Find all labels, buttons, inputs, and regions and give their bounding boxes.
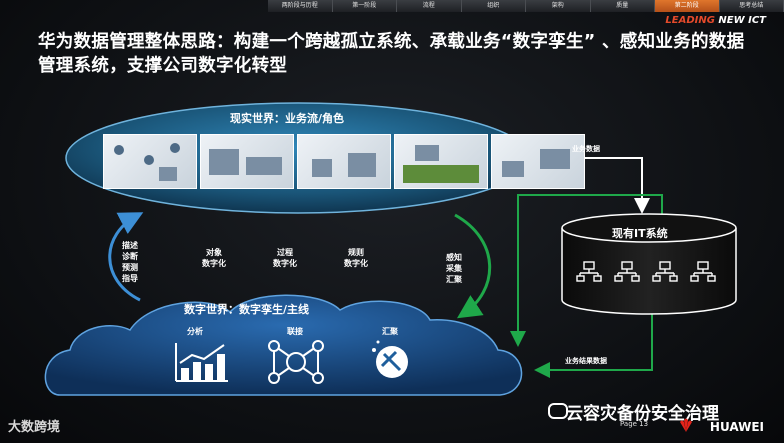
business-data-label: 业务数据 xyxy=(572,144,600,154)
it-system-label: 现有IT系统 xyxy=(612,225,668,241)
label-line: 数字化 xyxy=(344,258,368,269)
real-world-label: 现实世界：业务流/角色 xyxy=(230,110,344,126)
label-line: 数字化 xyxy=(202,258,226,269)
digital-world-label: 数字世界：数字孪生/主线 xyxy=(184,301,309,317)
label-line: 过程 xyxy=(273,247,297,258)
huawei-logo-icon xyxy=(678,418,694,432)
feedback-label-line: 指导 xyxy=(122,273,138,284)
wechat-icon xyxy=(548,403,568,419)
business-photos xyxy=(103,134,585,189)
sensing-label: 感知 采集 汇聚 xyxy=(446,252,462,285)
feedback-label-line: 描述 xyxy=(122,240,138,251)
photo-solar xyxy=(394,134,488,189)
label-line: 汇聚 xyxy=(446,274,462,285)
label-line: 对象 xyxy=(202,247,226,258)
label-line: 规则 xyxy=(344,247,368,258)
label-line: 感知 xyxy=(446,252,462,263)
footer-logo: 大数跨境 xyxy=(8,416,60,435)
rule-digitization-label: 规则 数字化 xyxy=(344,247,368,269)
feedback-label-line: 诊断 xyxy=(122,251,138,262)
process-digitization-label: 过程 数字化 xyxy=(273,247,297,269)
aggregate-label: 汇聚 xyxy=(382,326,398,337)
connect-label: 联接 xyxy=(287,326,303,337)
business-result-data-label: 业务结果数据 xyxy=(565,356,607,366)
huawei-brand: HUAWEI xyxy=(710,420,764,434)
photo-people-network xyxy=(103,134,197,189)
label-line: 采集 xyxy=(446,263,462,274)
photo-office xyxy=(491,134,585,189)
feedback-label-line: 预测 xyxy=(122,262,138,273)
label-line: 数字化 xyxy=(273,258,297,269)
analyze-label: 分析 xyxy=(187,326,203,337)
feedback-label: 描述 诊断 预测 指导 xyxy=(122,240,138,284)
photo-factory xyxy=(200,134,294,189)
object-digitization-label: 对象 数字化 xyxy=(202,247,226,269)
photo-machines xyxy=(297,134,391,189)
page-number: Page 13 xyxy=(620,420,648,428)
